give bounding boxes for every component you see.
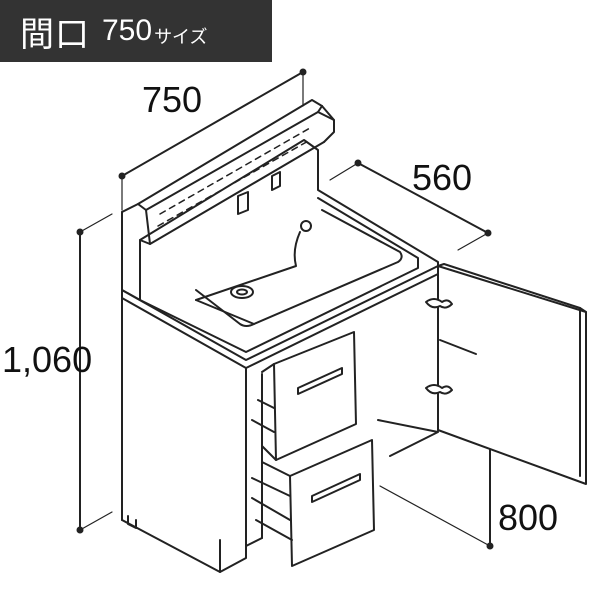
lower-drawer[interactable] — [251, 439, 375, 567]
depth-label: 560 — [412, 157, 472, 198]
title-size: 750 — [102, 14, 153, 47]
backsplash — [121, 99, 439, 301]
title-banner: 間口 750 サイズ — [0, 0, 272, 62]
width-label: 750 — [142, 79, 202, 120]
upper-drawer[interactable] — [251, 331, 357, 461]
open-door[interactable] — [437, 263, 587, 485]
height-label: 1,060 — [2, 339, 92, 380]
title-text: 間口 — [20, 15, 90, 54]
depth-dimension-line — [329, 159, 492, 251]
height-dimension-line — [76, 213, 113, 534]
door-hinge-lower — [425, 384, 453, 395]
counter-top — [121, 197, 439, 369]
title-unit: サイズ — [154, 27, 208, 47]
door-hinge-upper — [425, 298, 453, 309]
width-dimension-line — [118, 68, 307, 211]
sink-basin — [195, 209, 403, 327]
counter-height-label: 800 — [498, 497, 558, 538]
